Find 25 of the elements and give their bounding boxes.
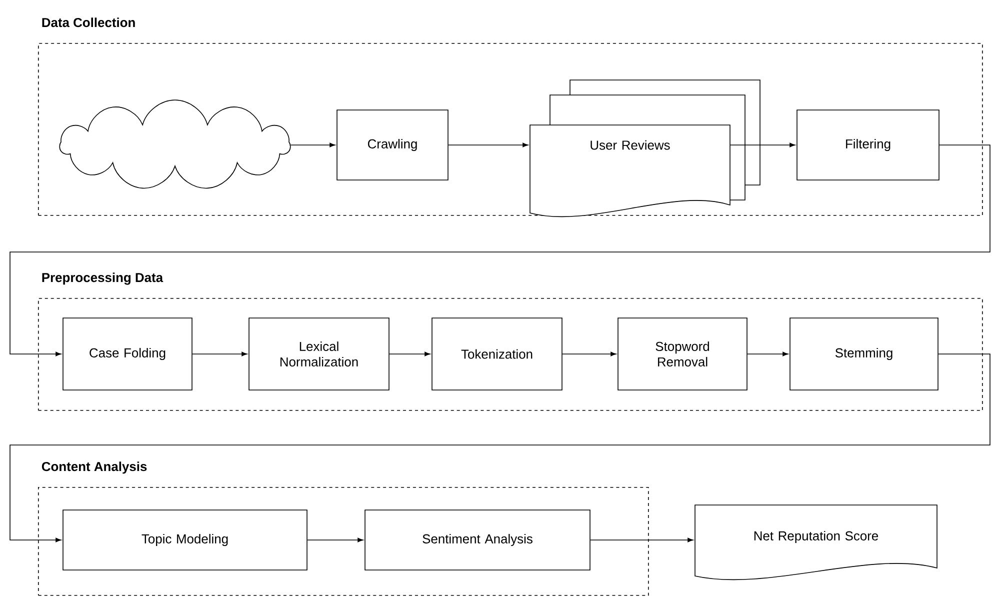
arrow	[10, 144, 990, 356]
process-box: Stopword Removal	[618, 318, 748, 390]
arrow	[590, 538, 694, 542]
process-box: Tokenization	[432, 318, 562, 390]
process-box: Crawling	[336, 110, 448, 180]
arrow	[307, 538, 364, 542]
group-title: Preprocessing Data	[42, 272, 164, 285]
arrow	[10, 354, 990, 542]
process-box: Lexical Normalization	[248, 318, 390, 390]
process-box: Filtering	[796, 110, 940, 180]
process-box: Case Folding	[62, 318, 192, 390]
document-stack: User Reviews	[530, 80, 760, 218]
process-box: Stemming	[790, 318, 938, 390]
arrow	[747, 352, 788, 356]
cloud-shape	[59, 100, 291, 189]
arrow	[562, 352, 616, 356]
arrow	[389, 352, 430, 356]
arrow	[730, 142, 796, 148]
group-title: Data Collection	[42, 18, 135, 28]
arrow	[290, 142, 336, 148]
process-box: Sentiment Analysis	[364, 510, 590, 570]
arrow	[192, 352, 248, 356]
arrow	[448, 142, 528, 148]
group-title: Content Analysis	[42, 462, 147, 474]
process-box: Topic Modeling	[62, 510, 308, 570]
